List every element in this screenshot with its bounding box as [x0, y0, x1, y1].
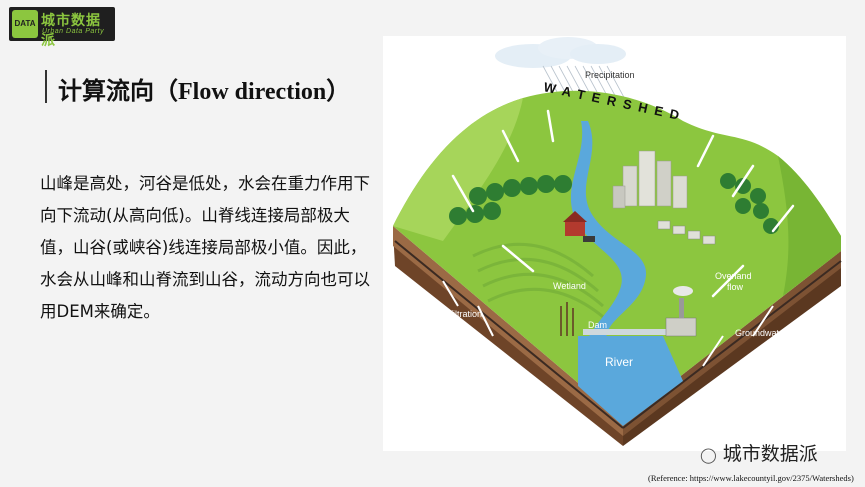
flow-arrows	[451, 109, 795, 298]
label-infiltration: Infiltration	[443, 309, 482, 319]
dam	[583, 329, 673, 335]
trees	[449, 173, 779, 234]
slide-body-text: 山峰是高处，河谷是低处，水会在重力作用下向下流动(从高向低)。山脊线连接局部极大…	[40, 174, 370, 321]
label-flow: flow	[727, 282, 744, 292]
wetland-reeds	[560, 302, 574, 336]
label-precipitation: Precipitation	[585, 70, 635, 80]
slide-title: 计算流向（Flow direction）	[58, 79, 351, 105]
hill-shading-right	[778, 156, 841, 296]
river	[570, 121, 647, 366]
city-buildings	[612, 150, 688, 209]
label-overland: Overland	[715, 271, 752, 281]
watershed-illustration: Precipitation WATERSHED Wetland Overland…	[383, 36, 846, 451]
label-river: River	[605, 355, 633, 369]
reference-citation: (Reference: https://www.lakecountyil.gov…	[648, 473, 854, 483]
title-accent-bar	[45, 70, 47, 103]
wechat-icon: ◯	[700, 447, 717, 464]
label-wetland: Wetland	[553, 281, 586, 291]
cloud-icon	[495, 37, 626, 68]
logo-badge: DATA	[12, 10, 38, 38]
watermark-text: 城市数据派	[722, 444, 818, 465]
groundwater-arrows	[442, 280, 774, 367]
factory-icon	[665, 286, 697, 337]
field-stripes	[472, 242, 609, 323]
logo-name: 城市数据派	[41, 12, 101, 48]
label-dam: Dam	[588, 320, 607, 330]
watermark: ◯ 城市数据派	[700, 439, 818, 466]
hill-shading-left	[393, 98, 523, 241]
logo-subtitle: Urban Data Party	[42, 28, 105, 35]
watershed-diagram: Precipitation WATERSHED Wetland Overland…	[393, 37, 842, 446]
lake	[578, 336, 683, 426]
soil-strata-left	[393, 226, 623, 436]
brand-logo: DATA 城市数据派 Urban Data Party	[9, 7, 115, 48]
label-groundwater: Groundwater	[735, 328, 787, 338]
houses	[657, 220, 716, 245]
barn-icon	[563, 211, 595, 242]
